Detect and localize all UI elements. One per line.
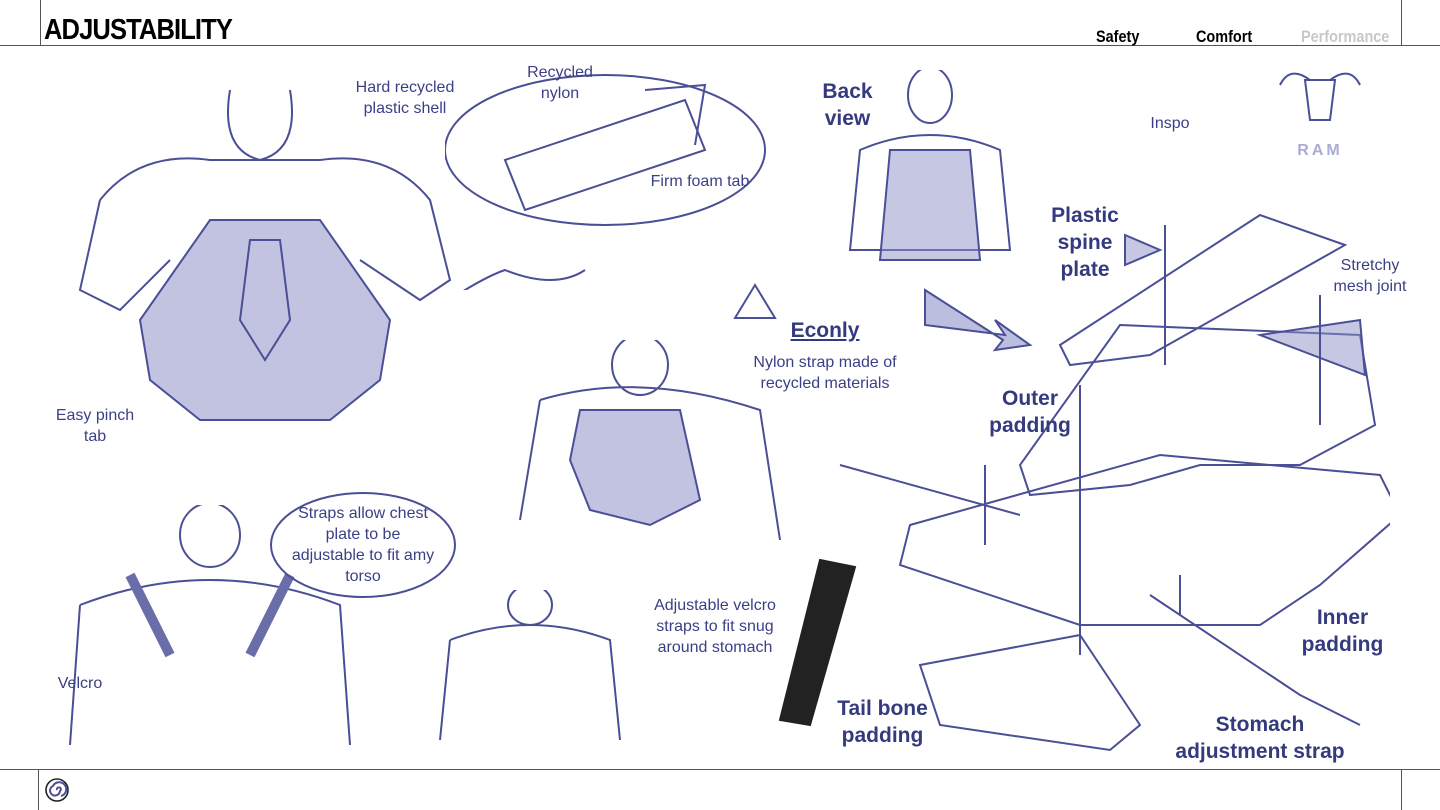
chest-protector-front-sketch (78, 90, 452, 421)
exploded-padding-sketch (839, 213, 1390, 752)
tab-performance[interactable]: Performance (1301, 27, 1390, 46)
strap-tab-detail-sketch (445, 74, 766, 290)
label-straps-allow: Straps allow chest plate to be adjustabl… (291, 505, 435, 585)
tab-comfort[interactable]: Comfort (1196, 27, 1253, 46)
recycle-icon (733, 283, 777, 319)
label-easy-pinch: Easy pinch tab (55, 407, 135, 445)
person-fastening-sketch (439, 590, 621, 741)
header-right-divider (1401, 0, 1402, 45)
label-econly: Econly (790, 319, 860, 342)
header-divider (0, 45, 1440, 46)
label-hard-shell: Hard recycled plastic shell (355, 79, 455, 117)
speech-bubble (270, 492, 456, 598)
label-velcro: Velcro (57, 675, 103, 692)
spiral-logo-icon (45, 778, 69, 802)
footer-divider (0, 769, 1440, 770)
label-inner-padding: Inner padding (1301, 606, 1384, 656)
label-firm-foam: Firm foam tab (650, 173, 750, 190)
label-inspo: Inspo (1150, 115, 1190, 132)
person-adjusting-sketch (519, 340, 781, 541)
label-back-view: Back view (822, 80, 873, 130)
label-plastic-spine: Plastic spine plate (1051, 204, 1119, 281)
ram-skull-inspo-icon (1279, 72, 1361, 121)
label-tail-bone: Tail bone padding (837, 697, 928, 747)
label-ram: RAM (1297, 142, 1343, 159)
label-outer-padding: Outer padding (989, 387, 1071, 437)
label-stretchy-mesh: Stretchy mesh joint (1333, 257, 1407, 295)
footer-right-divider (1401, 769, 1402, 810)
label-recycled-nylon: Recycled nylon (527, 64, 593, 102)
header-left-divider (40, 0, 41, 45)
tab-safety[interactable]: Safety (1096, 27, 1140, 46)
label-stomach-strap: Stomach adjustment strap (1175, 713, 1345, 763)
back-view-sketch (848, 70, 1012, 261)
footer-left-divider (38, 769, 39, 810)
arrow-right-sketch (924, 288, 1033, 352)
label-adjustable-velcro: Adjustable velcro straps to fit snug aro… (654, 597, 776, 656)
page-title: ADJUSTABILITY (44, 14, 233, 46)
person-velcro-sketch (69, 505, 351, 746)
velcro-strap-icon (778, 558, 857, 727)
label-nylon-strap: Nylon strap made of recycled materials (753, 354, 897, 392)
